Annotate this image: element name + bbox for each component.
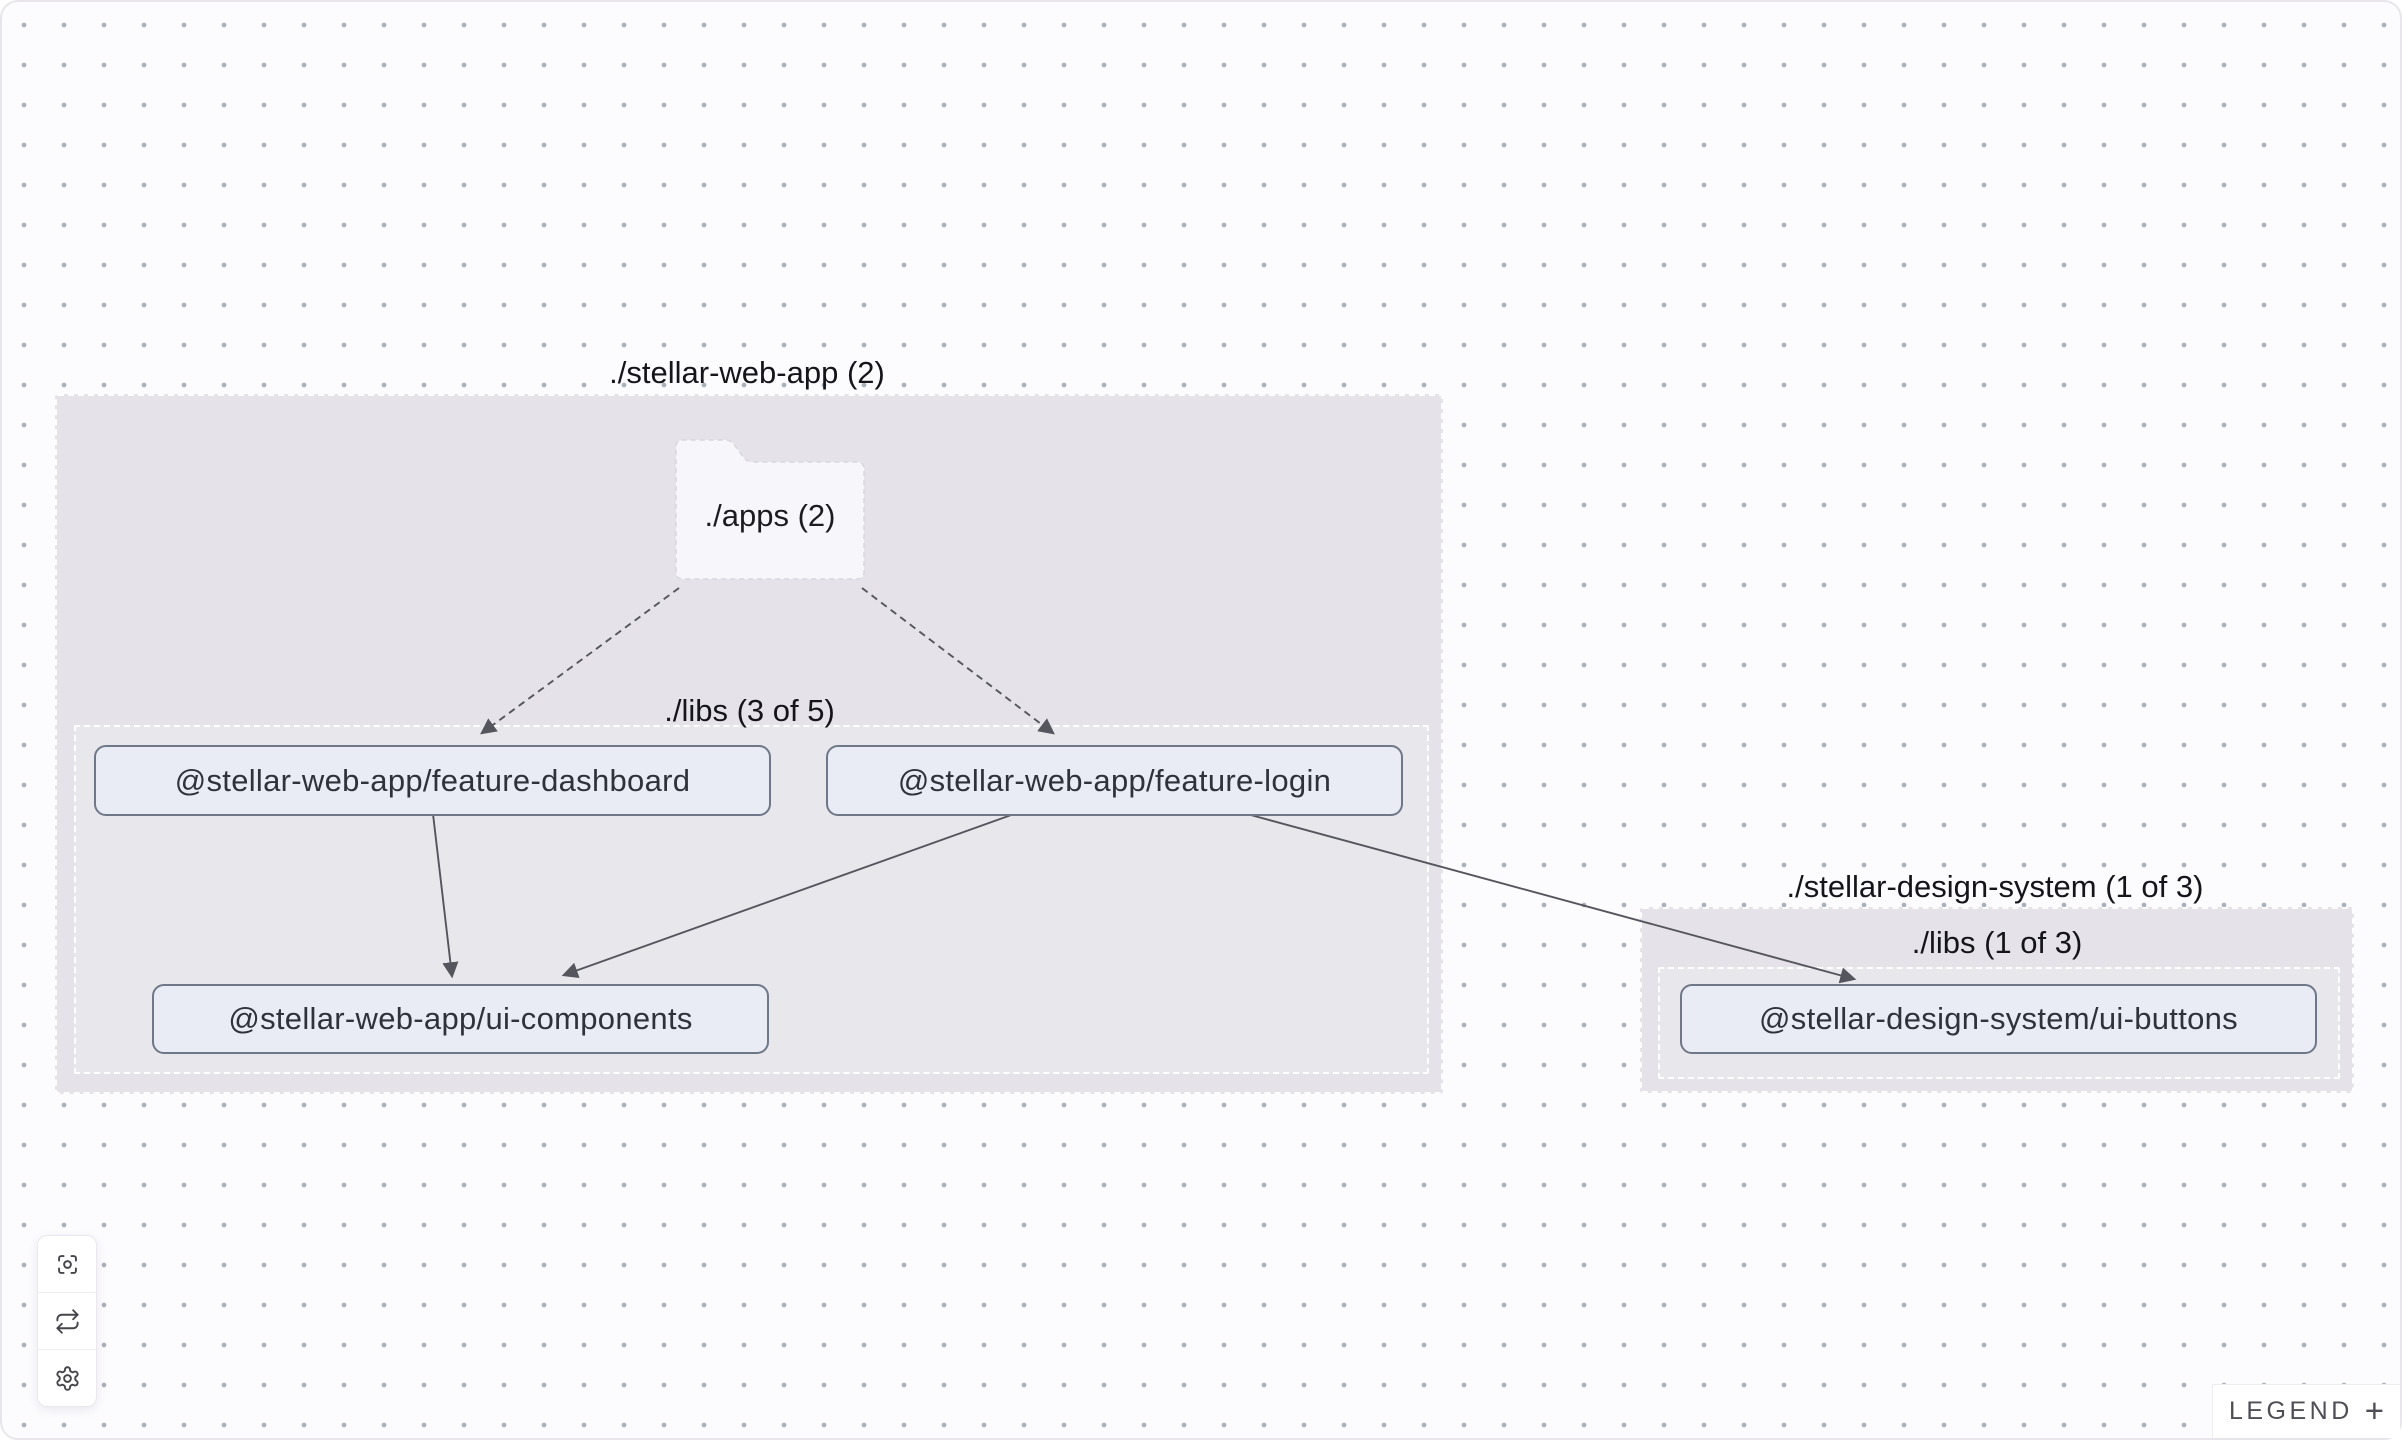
group-label-stellar-web-app: ./stellar-web-app (2)	[609, 355, 885, 390]
focus-icon	[57, 1254, 77, 1274]
graph-toolbar	[37, 1235, 97, 1407]
focus-button[interactable]	[38, 1236, 96, 1292]
node-ui-components-label: @stellar-web-app/ui-components	[228, 1001, 693, 1036]
legend-toggle[interactable]: LEGEND +	[2212, 1384, 2400, 1438]
folder-icon	[675, 439, 865, 580]
node-feature-dashboard-label: @stellar-web-app/feature-dashboard	[174, 762, 691, 798]
node-feature-login[interactable]: @stellar-web-app/feature-login	[826, 745, 1403, 816]
group-label-stellar-design-system: ./stellar-design-system (1 of 3)	[1786, 869, 2204, 904]
node-ui-buttons[interactable]: @stellar-design-system/ui-buttons	[1680, 984, 2317, 1054]
subgroup-label-webapp-libs: ./libs (3 of 5)	[664, 693, 835, 728]
refresh-icon	[55, 1308, 79, 1334]
node-feature-login-label: @stellar-web-app/feature-login	[897, 762, 1332, 798]
node-feature-dashboard[interactable]: @stellar-web-app/feature-dashboard	[94, 745, 771, 816]
folder-node-apps-label: ./apps (2)	[704, 498, 836, 533]
subgroup-label-design-libs: ./libs (1 of 3)	[1911, 925, 2083, 960]
settings-button[interactable]	[38, 1349, 96, 1406]
folder-node-apps[interactable]	[668, 430, 872, 586]
legend-label: LEGEND	[2228, 1397, 2353, 1425]
refresh-button[interactable]	[38, 1292, 96, 1349]
plus-icon: +	[2364, 1391, 2385, 1429]
node-ui-buttons-label: @stellar-design-system/ui-buttons	[1759, 1001, 2238, 1036]
settings-icon	[55, 1365, 79, 1391]
node-ui-components[interactable]: @stellar-web-app/ui-components	[152, 984, 769, 1054]
